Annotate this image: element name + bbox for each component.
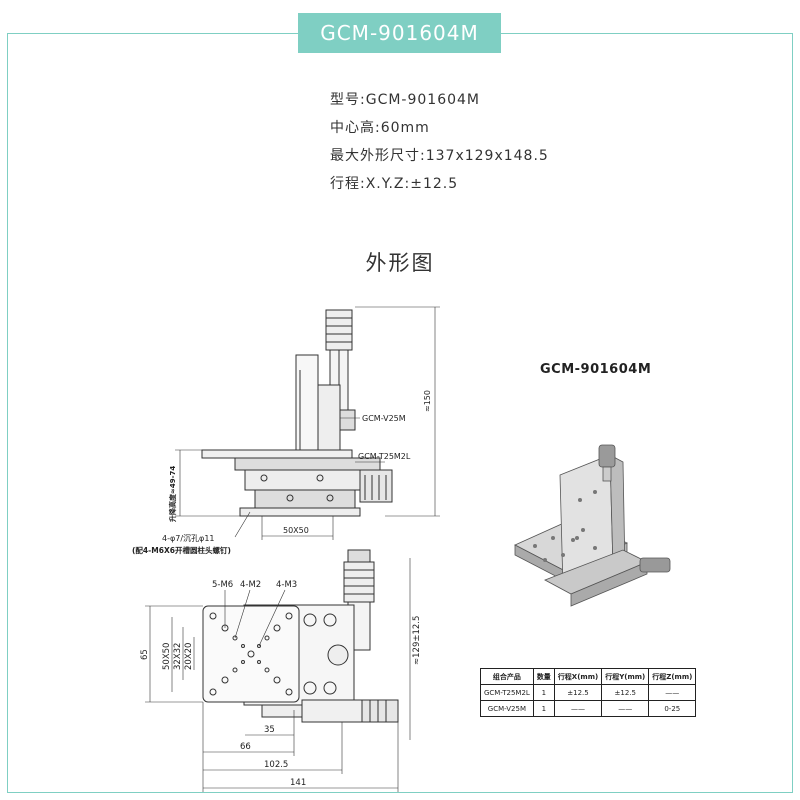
- dim-141: 141: [290, 778, 306, 788]
- table-cell: 1: [532, 700, 555, 717]
- table-header-cell: 组合产品: [480, 668, 534, 685]
- dim-lift-height: 升降高度≈49-74: [168, 466, 177, 522]
- spec-list: 型号:GCM-901604M 中心高:60mm 最大外形尺寸:137x129x1…: [330, 86, 549, 198]
- table-cell: ±12.5: [601, 684, 650, 701]
- label-gcm-v25m: GCM-V25M: [362, 414, 406, 423]
- top-view-drawing: 5-M6 4-M2 4-M3 65 50X50 32X32 20X20 ≈129…: [140, 549, 422, 792]
- table-cell: ±12.5: [553, 684, 603, 701]
- label-gcm-t25m2l: GCM-T25M2L: [358, 452, 411, 461]
- label-4-m3: 4-M3: [276, 580, 297, 590]
- dim-20x20: 20X20: [184, 643, 194, 670]
- section-title: 外形图: [365, 251, 435, 275]
- table-cell: GCM-T25M2L: [480, 684, 534, 701]
- table-row: GCM-V25M 1 —— —— 0-25: [480, 700, 697, 717]
- model-title-badge: GCM-901604M: [298, 13, 501, 53]
- dim-66: 66: [240, 742, 251, 752]
- dim-pattern-50x50: 50X50: [283, 526, 309, 535]
- front-view-drawing: GCM-V25M GCM-T25M2L ≈150 升降高度≈49-74 50X5…: [132, 306, 440, 555]
- spec-center-height: 中心高:60mm: [330, 120, 430, 136]
- spec-travel: 行程:X.Y.Z:±12.5: [330, 176, 459, 192]
- dim-102-5: 102.5: [264, 760, 288, 770]
- table-cell: 1: [532, 684, 555, 701]
- table-header-cell: 行程X(mm): [553, 668, 603, 685]
- dim-32x32: 32X32: [173, 643, 183, 670]
- spec-type: 型号:GCM-901604M: [330, 92, 480, 108]
- table-cell: ——: [553, 700, 603, 717]
- dim-129: ≈129±12.5: [412, 616, 422, 665]
- table-row: GCM-T25M2L 1 ±12.5 ±12.5 ——: [480, 684, 697, 701]
- table-cell: ——: [648, 684, 697, 701]
- table-header-row: 组合产品 数量 行程X(mm) 行程Y(mm) 行程Z(mm): [480, 668, 697, 685]
- dim-height-150: ≈150: [423, 390, 432, 412]
- dim-35: 35: [264, 725, 275, 735]
- component-table: 组合产品 数量 行程X(mm) 行程Y(mm) 行程Z(mm) GCM-T25M…: [480, 668, 697, 717]
- stage-3d-render: [514, 444, 671, 607]
- spec-max-size: 最大外形尺寸:137x129x148.5: [330, 148, 549, 164]
- dim-65: 65: [140, 649, 150, 660]
- render-model-label: GCM-901604M: [540, 362, 652, 377]
- table-cell: GCM-V25M: [480, 700, 534, 717]
- table-header-cell: 行程Z(mm): [648, 668, 697, 685]
- dim-mount-holes-note: (配4-M6X6开槽圆柱头螺钉): [132, 545, 231, 555]
- table-header-cell: 行程Y(mm): [601, 668, 650, 685]
- table-cell: 0-25: [648, 700, 697, 717]
- table-cell: ——: [601, 700, 650, 717]
- dim-mount-holes: 4-φ7/沉孔φ11: [162, 534, 215, 543]
- label-4-m2: 4-M2: [240, 580, 261, 590]
- label-5-m6: 5-M6: [212, 580, 233, 590]
- dim-50x50: 50X50: [162, 643, 172, 670]
- table-header-cell: 数量: [532, 668, 555, 685]
